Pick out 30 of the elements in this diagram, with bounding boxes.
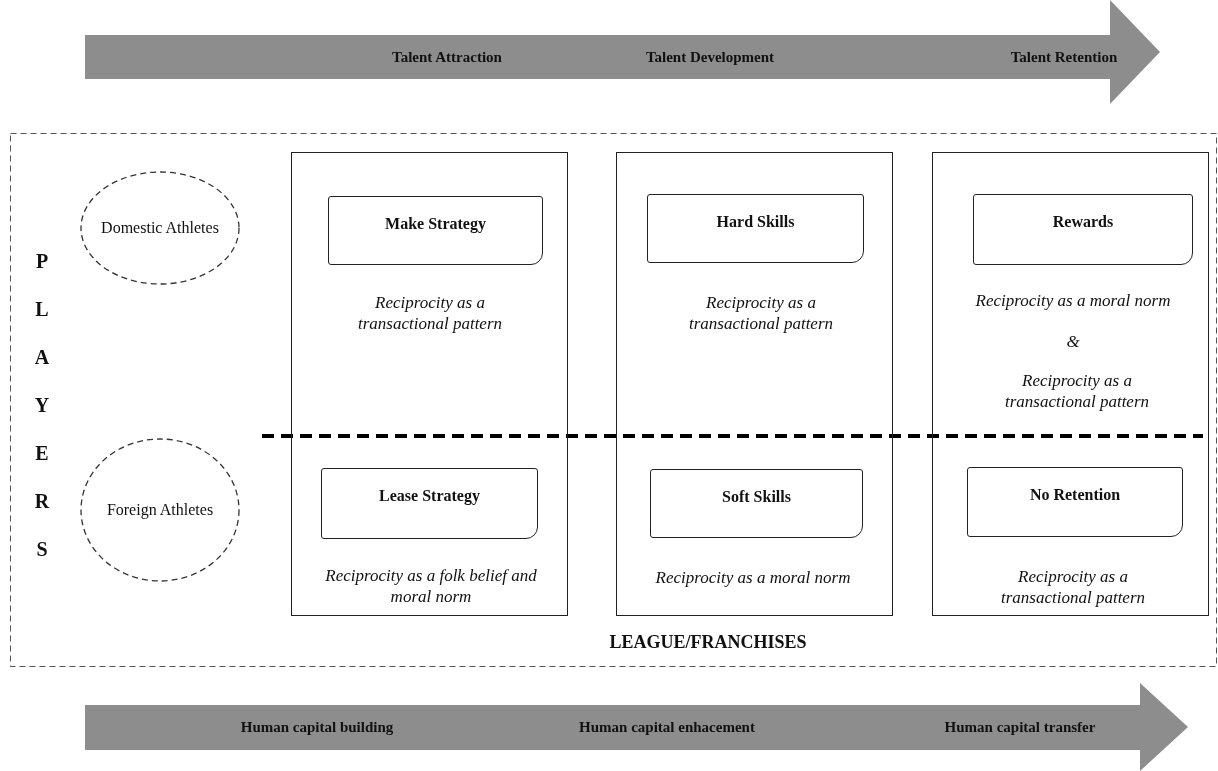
column-note: Reciprocity as a transactional pattern: [357, 291, 503, 335]
stage-box: Soft Skills: [650, 469, 863, 538]
dashed-ellipse: [80, 438, 240, 582]
stage-label: Human capital building: [239, 717, 395, 737]
column-note: Reciprocity as a moral norm: [974, 290, 1172, 312]
column-note: Reciprocity as a folk belief and moral norm: [324, 564, 538, 608]
stage-label: Talent Development: [644, 47, 776, 67]
dashed-ellipse: [80, 171, 240, 285]
athlete-label: Foreign Athletes: [105, 500, 215, 520]
column-note: Reciprocity as a transactional pattern: [1000, 565, 1146, 609]
dashed-frame: [10, 133, 1217, 667]
stage-box: No Retention: [967, 467, 1183, 537]
stage-box: Lease Strategy: [321, 468, 538, 539]
column-note: &: [1065, 331, 1081, 353]
column-note: Reciprocity as a moral norm: [654, 567, 852, 589]
stage-label: Human capital transfer: [943, 717, 1097, 737]
stage-label: Talent Attraction: [391, 47, 503, 67]
column-panel: [932, 152, 1209, 616]
column-note: Reciprocity as a transactional pattern: [688, 291, 834, 335]
stage-box: Rewards: [973, 194, 1193, 265]
stage-box: Hard Skills: [647, 194, 864, 263]
stage-label: Human capital enhacement: [578, 717, 756, 737]
stage-label: Talent Retention: [1009, 47, 1119, 67]
vertical-heading: PLAYERS: [33, 249, 51, 562]
stage-box: Make Strategy: [328, 196, 543, 265]
athlete-label: Domestic Athletes: [100, 218, 220, 238]
column-note: Reciprocity as a transactional pattern: [1004, 369, 1150, 413]
column-panel: [291, 152, 568, 616]
bottom-heading: LEAGUE/FRANCHISES: [608, 630, 808, 654]
column-panel: [616, 152, 893, 616]
